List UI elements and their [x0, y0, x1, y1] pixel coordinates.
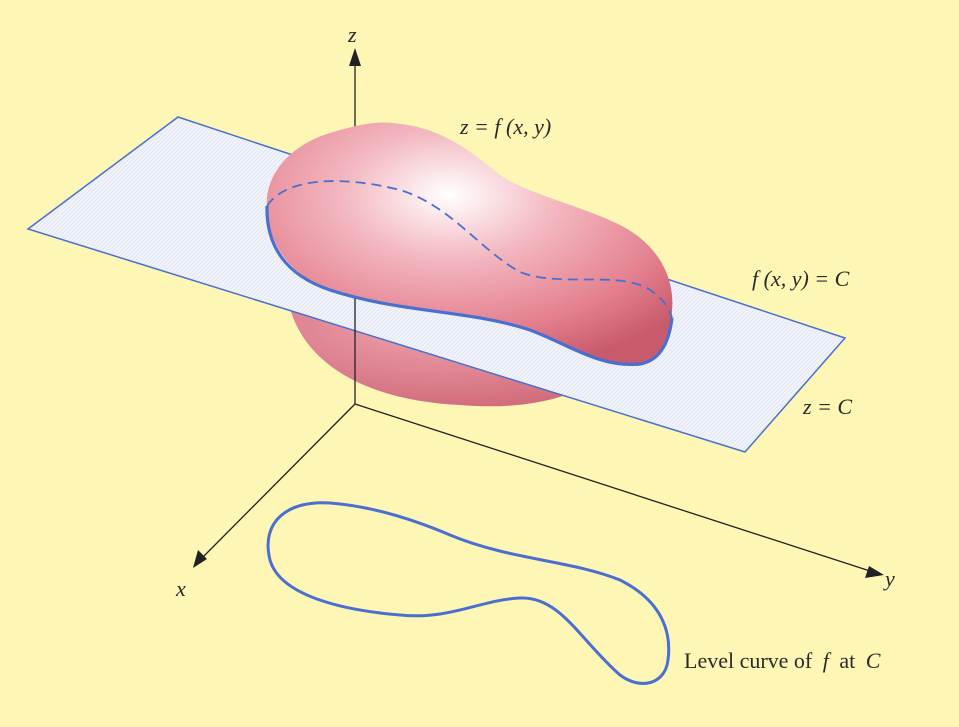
level-curve-caption: Level curve of f at C [684, 648, 881, 673]
x-axis-label: x [175, 576, 186, 601]
surface-upper-part [266, 122, 673, 365]
intersection-curve-visible [265, 205, 674, 367]
z-axis-label: z [347, 22, 357, 47]
level-curve-in-xy-plane [266, 501, 671, 685]
contour-equation-label: f (x, y) = C [752, 266, 850, 291]
plane-equation-label: z = C [802, 394, 852, 419]
y-axis-arrowhead [865, 566, 884, 578]
y-axis-line [354, 403, 871, 572]
surface-equation-label: z = f (x, y) [459, 114, 551, 139]
z-axis-arrowhead [349, 48, 361, 66]
x-axis-line [199, 403, 356, 561]
intersection-curve-hidden [266, 180, 673, 319]
x-axis-arrowhead [193, 550, 207, 568]
y-axis-label: y [883, 566, 895, 591]
